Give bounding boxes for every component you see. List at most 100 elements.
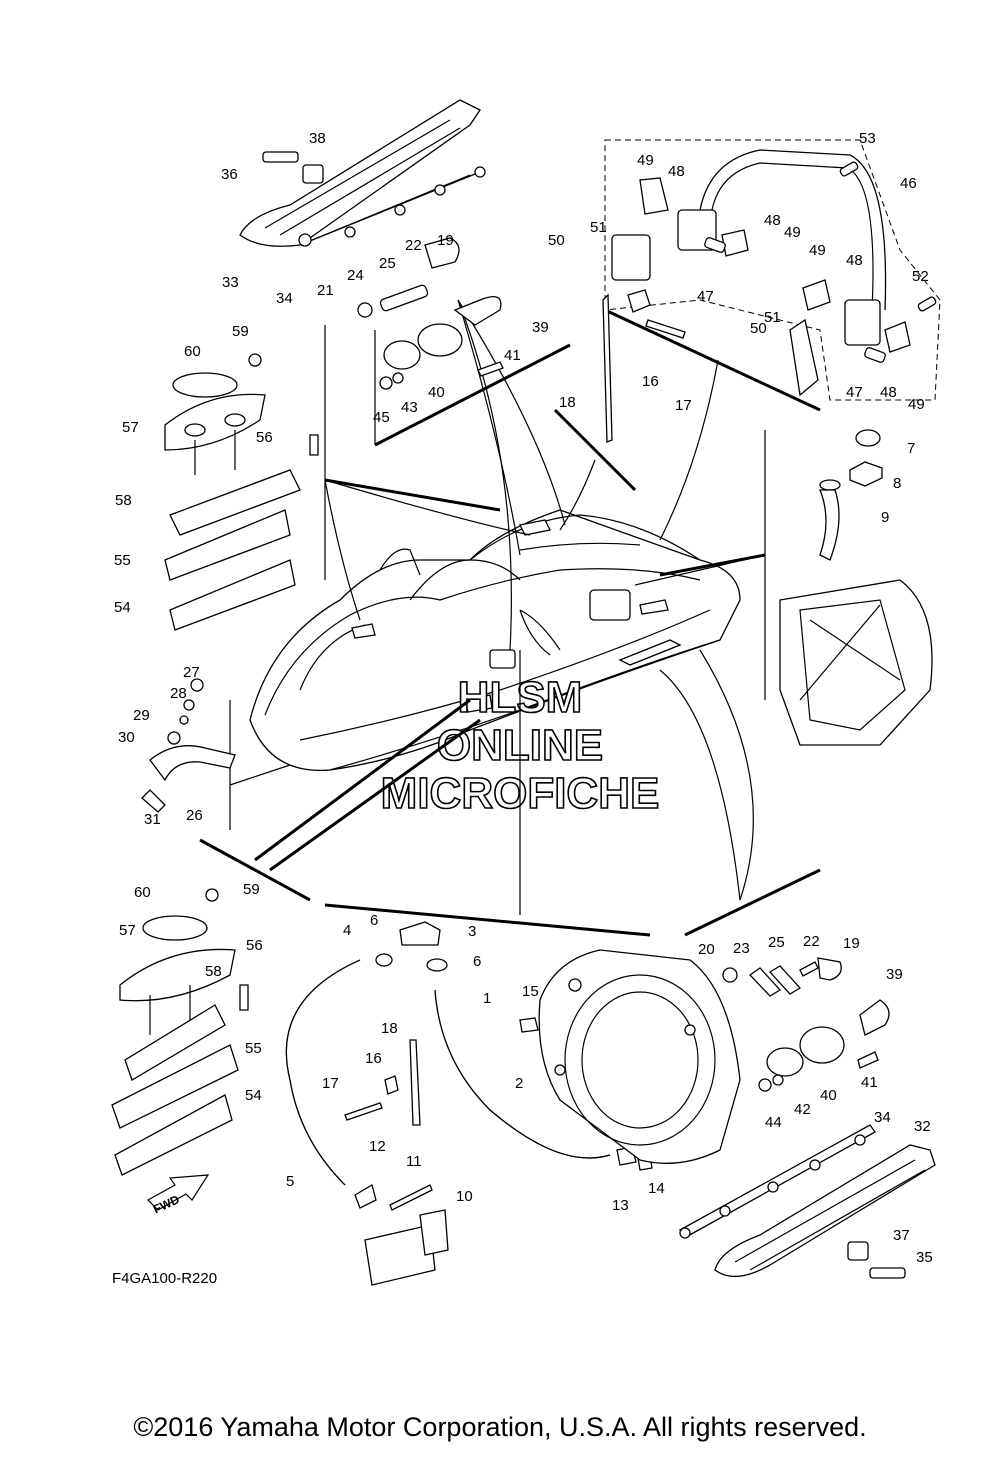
callout-13: 13 — [612, 1197, 629, 1214]
parts-diagram: HLSM ONLINE MICROFICHE — [111, 99, 941, 1287]
callout-40a: 40 — [428, 384, 445, 401]
callout-8: 8 — [893, 475, 901, 492]
callout-30: 30 — [118, 729, 135, 746]
callout-41b: 41 — [861, 1074, 878, 1091]
callout-22a: 22 — [405, 237, 422, 254]
callout-38: 38 — [309, 130, 326, 147]
callout-49a: 49 — [637, 152, 654, 169]
callout-59a: 59 — [232, 323, 249, 340]
callout-46: 46 — [900, 175, 917, 192]
callout-26: 26 — [186, 807, 203, 824]
leader-lines — [199, 299, 821, 937]
callout-48b: 48 — [764, 212, 781, 229]
callout-2: 2 — [515, 1075, 523, 1092]
callout-51a: 51 — [590, 219, 607, 236]
callout-23: 23 — [733, 940, 750, 957]
callout-34a: 34 — [276, 290, 293, 307]
callout-47a: 47 — [697, 288, 714, 305]
callout-34b: 34 — [874, 1109, 891, 1126]
callout-14: 14 — [648, 1180, 665, 1197]
callout-17a: 17 — [675, 397, 692, 414]
callout-28: 28 — [170, 685, 187, 702]
rail-top-left — [239, 99, 486, 247]
callout-56a: 56 — [256, 429, 273, 446]
cleat-assembly-bottom-left — [111, 888, 249, 1211]
callout-25b: 25 — [768, 934, 785, 951]
bracket-top-center — [357, 237, 504, 390]
callout-48d: 48 — [880, 384, 897, 401]
callout-52: 52 — [912, 268, 929, 285]
hoses-bottom-center — [285, 921, 653, 1286]
callout-51b: 51 — [764, 309, 781, 326]
callout-18a: 18 — [559, 394, 576, 411]
callout-48a: 48 — [668, 163, 685, 180]
callout-20: 20 — [698, 941, 715, 958]
callout-58b: 58 — [205, 963, 222, 980]
handle-assembly-top-right — [604, 139, 941, 401]
callout-33: 33 — [222, 274, 239, 291]
callout-12: 12 — [369, 1138, 386, 1155]
callout-60a: 60 — [184, 343, 201, 360]
callout-24: 24 — [347, 267, 364, 284]
callout-27: 27 — [183, 664, 200, 681]
callout-17b: 17 — [322, 1075, 339, 1092]
callout-22b: 22 — [803, 933, 820, 950]
callout-57b: 57 — [119, 922, 136, 939]
callout-54a: 54 — [114, 599, 131, 616]
callout-44: 44 — [765, 1114, 782, 1131]
callout-37: 37 — [893, 1227, 910, 1244]
bracket-bottom-right — [722, 957, 890, 1092]
callout-1: 1 — [483, 990, 491, 1007]
callout-42: 42 — [794, 1101, 811, 1118]
callout-15: 15 — [522, 983, 539, 1000]
callout-50b: 50 — [750, 320, 767, 337]
callout-5: 5 — [286, 1173, 294, 1190]
callout-58a: 58 — [115, 492, 132, 509]
callout-45: 45 — [373, 409, 390, 426]
callout-53: 53 — [859, 130, 876, 147]
callout-25a: 25 — [379, 255, 396, 272]
callout-49b: 49 — [784, 224, 801, 241]
callout-57a: 57 — [122, 419, 139, 436]
bracket-left-small — [141, 678, 236, 813]
callout-39b: 39 — [886, 966, 903, 983]
callout-41a: 41 — [504, 347, 521, 364]
callout-32: 32 — [914, 1118, 931, 1135]
callout-19b: 19 — [843, 935, 860, 952]
callout-43: 43 — [401, 399, 418, 416]
callout-40b: 40 — [820, 1087, 837, 1104]
rail-bottom-right — [678, 1124, 936, 1279]
callout-16b: 16 — [365, 1050, 382, 1067]
callout-36: 36 — [221, 166, 238, 183]
callout-60b: 60 — [134, 884, 151, 901]
callout-6a: 6 — [370, 912, 378, 929]
callout-47b: 47 — [846, 384, 863, 401]
callout-7: 7 — [907, 440, 915, 457]
callout-56b: 56 — [246, 937, 263, 954]
callout-21: 21 — [317, 282, 334, 299]
pump-housing — [538, 949, 741, 1164]
clamp-tie-top — [602, 289, 686, 443]
watercraft-hull — [249, 509, 741, 772]
callout-16a: 16 — [642, 373, 659, 390]
callout-labels: 1 2 3 4 5 6 6 7 8 9 10 11 12 13 14 15 16… — [114, 130, 933, 1266]
callout-31: 31 — [144, 811, 161, 828]
callout-6b: 6 — [473, 953, 481, 970]
callout-19a: 19 — [437, 232, 454, 249]
callout-49c: 49 — [809, 242, 826, 259]
callout-54b: 54 — [245, 1087, 262, 1104]
callout-50a: 50 — [548, 232, 565, 249]
copyright-notice: ©2016 Yamaha Motor Corporation, U.S.A. A… — [133, 1412, 867, 1442]
callout-59b: 59 — [243, 881, 260, 898]
jet-nozzle-right — [779, 429, 933, 746]
callout-10: 10 — [456, 1188, 473, 1205]
callout-9: 9 — [881, 509, 889, 526]
callout-39a: 39 — [532, 319, 549, 336]
callout-4: 4 — [343, 922, 351, 939]
callout-29: 29 — [133, 707, 150, 724]
figure-code: F4GA100-R220 — [112, 1270, 217, 1287]
callout-55a: 55 — [114, 552, 131, 569]
callout-35: 35 — [916, 1249, 933, 1266]
callout-49d: 49 — [908, 396, 925, 413]
callout-11: 11 — [406, 1153, 422, 1170]
